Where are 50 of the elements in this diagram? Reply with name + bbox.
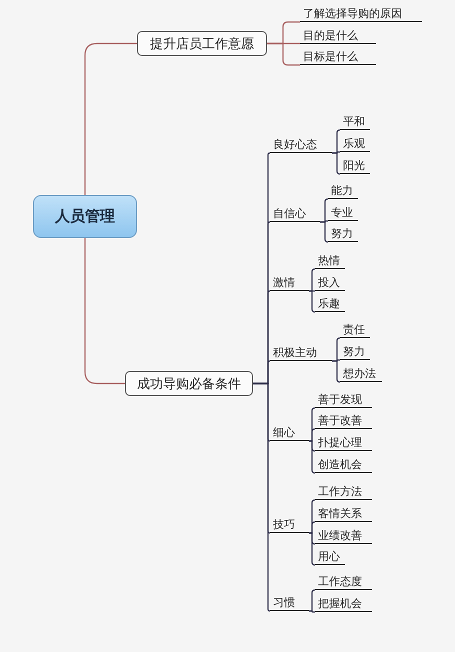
topic-label: 积极主动 [270,343,332,361]
topic-label: 习惯 [270,593,309,611]
topic-label: 良好心态 [270,135,332,153]
topic-label: 努力 [340,342,370,360]
connector-line [267,42,300,66]
topic-label: 责任 [340,320,370,338]
topic-label: 扑捉心理 [315,433,372,451]
connector-line [309,440,316,474]
topic-label: 细心 [270,423,309,441]
topic-label: 业绩改善 [315,526,372,544]
topic-label: 客情关系 [315,504,372,522]
topic-label: 乐趣 [315,294,345,312]
connector-line [309,521,316,534]
topic-label: 工作方法 [315,482,372,500]
connector-line [253,382,271,612]
topic-label: 乐观 [340,134,370,152]
topic-label: 专业 [328,203,358,221]
topic-label: 努力 [328,224,358,242]
connector-line [84,238,125,384]
central-topic-box: 人员管理 [33,195,137,238]
connector-line [309,428,316,442]
topic-label: 了解选择导购的原因 [300,4,422,22]
connector-line [84,42,137,195]
topic-label: 目标是什么 [300,47,376,65]
connector-line [309,290,316,313]
topic-label: 自信心 [270,204,320,222]
topic-label: 能力 [328,181,358,199]
topic-label: 创造机会 [315,455,372,473]
connector-line [332,360,341,383]
connector-line [309,610,315,613]
topic-label: 阳光 [340,156,370,174]
topic-label: 平和 [340,112,370,130]
topic-box: 成功导购必备条件 [125,371,253,396]
topic-label: 投入 [315,273,345,291]
topic-label: 激情 [270,273,309,291]
connector-line [309,268,316,292]
topic-label: 用心 [315,547,345,565]
topic-label: 热情 [315,251,345,269]
connector-line [332,152,341,175]
topic-label: 工作态度 [315,572,372,590]
topic-label: 目的是什么 [300,26,376,44]
topic-label: 技巧 [270,515,309,533]
topic-box: 提升店员工作意愿 [137,31,267,56]
connector-line [309,532,316,566]
connector-line [320,221,329,243]
topic-label: 把握机会 [315,594,372,612]
topic-label: 善于改善 [315,411,372,429]
connector-line [309,589,316,612]
topic-label: 善于发现 [315,390,372,408]
topic-label: 想办法 [340,364,382,382]
